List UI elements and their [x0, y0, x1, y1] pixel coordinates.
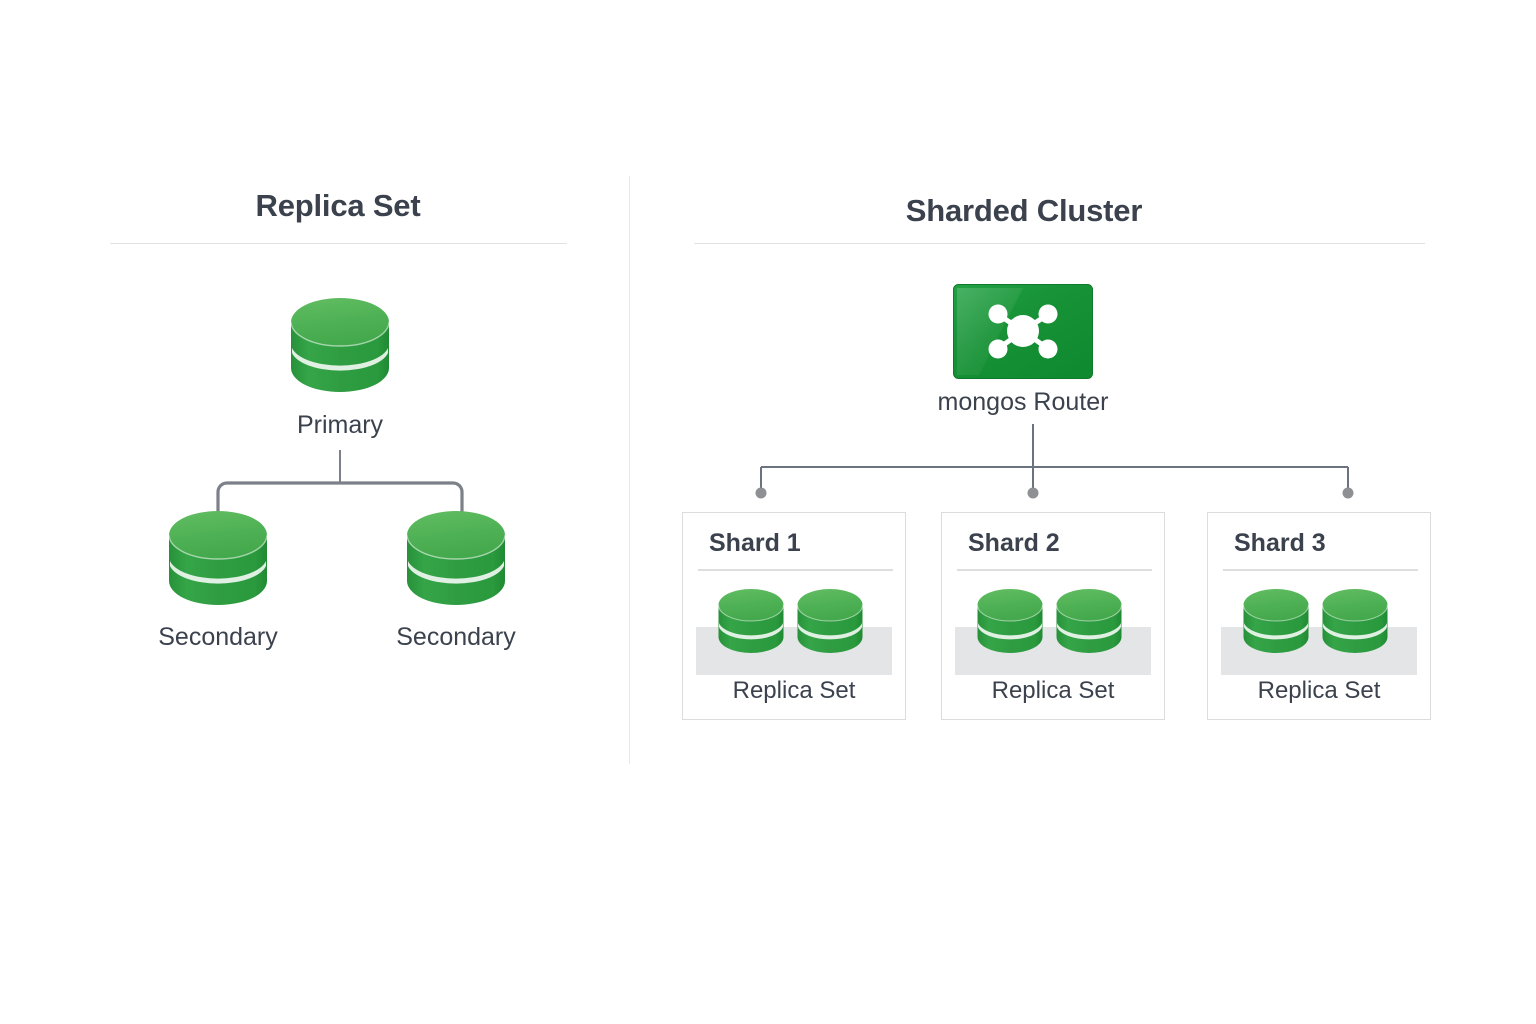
database-cylinder-icon-secondary-1 [167, 509, 269, 609]
database-cylinder-icon-shard1-node2 [796, 587, 864, 657]
shard-card-caption-3: Replica Set [1257, 677, 1381, 704]
shard-card-title-3: Shard 3 [1234, 529, 1326, 557]
shard-card-3[interactable]: Shard 3 Replica Set [1207, 512, 1431, 720]
shard-card-1[interactable]: Shard 1 Replica Set [682, 512, 906, 720]
panel-divider [629, 176, 630, 764]
secondary-node-label-1: Secondary [158, 623, 278, 651]
database-cylinder-icon-shard2-node2 [1055, 587, 1123, 657]
replica-set-connector [210, 450, 470, 520]
secondary-node-label-2: Secondary [396, 623, 516, 651]
database-cylinder-icon-primary [289, 296, 391, 396]
database-cylinder-icon-shard3-node2 [1321, 587, 1389, 657]
mongos-router-label: mongos Router [937, 388, 1109, 416]
database-cylinder-icon-shard3-node1 [1242, 587, 1310, 657]
page-title-replica-set: Replica Set [255, 188, 421, 223]
shard-card-caption-1: Replica Set [732, 677, 856, 704]
shard-card-rule-2 [957, 569, 1152, 571]
shard-card-rule-1 [698, 569, 893, 571]
shard-card-rule-3 [1223, 569, 1418, 571]
network-hub-icon [953, 284, 1093, 379]
shard-card-title-1: Shard 1 [709, 529, 801, 557]
page-title-sharded-cluster: Sharded Cluster [905, 193, 1143, 228]
database-cylinder-icon-shard1-node1 [717, 587, 785, 657]
sharded-cluster-title-rule [694, 243, 1425, 244]
sharded-cluster-connector [755, 424, 1360, 504]
database-cylinder-icon-secondary-2 [405, 509, 507, 609]
primary-node-label: Primary [296, 411, 384, 439]
replica-set-title-rule [110, 243, 567, 244]
shard-card-caption-2: Replica Set [991, 677, 1115, 704]
shard-card-title-2: Shard 2 [968, 529, 1060, 557]
shard-card-2[interactable]: Shard 2 Replica Set [941, 512, 1165, 720]
database-cylinder-icon-shard2-node1 [976, 587, 1044, 657]
